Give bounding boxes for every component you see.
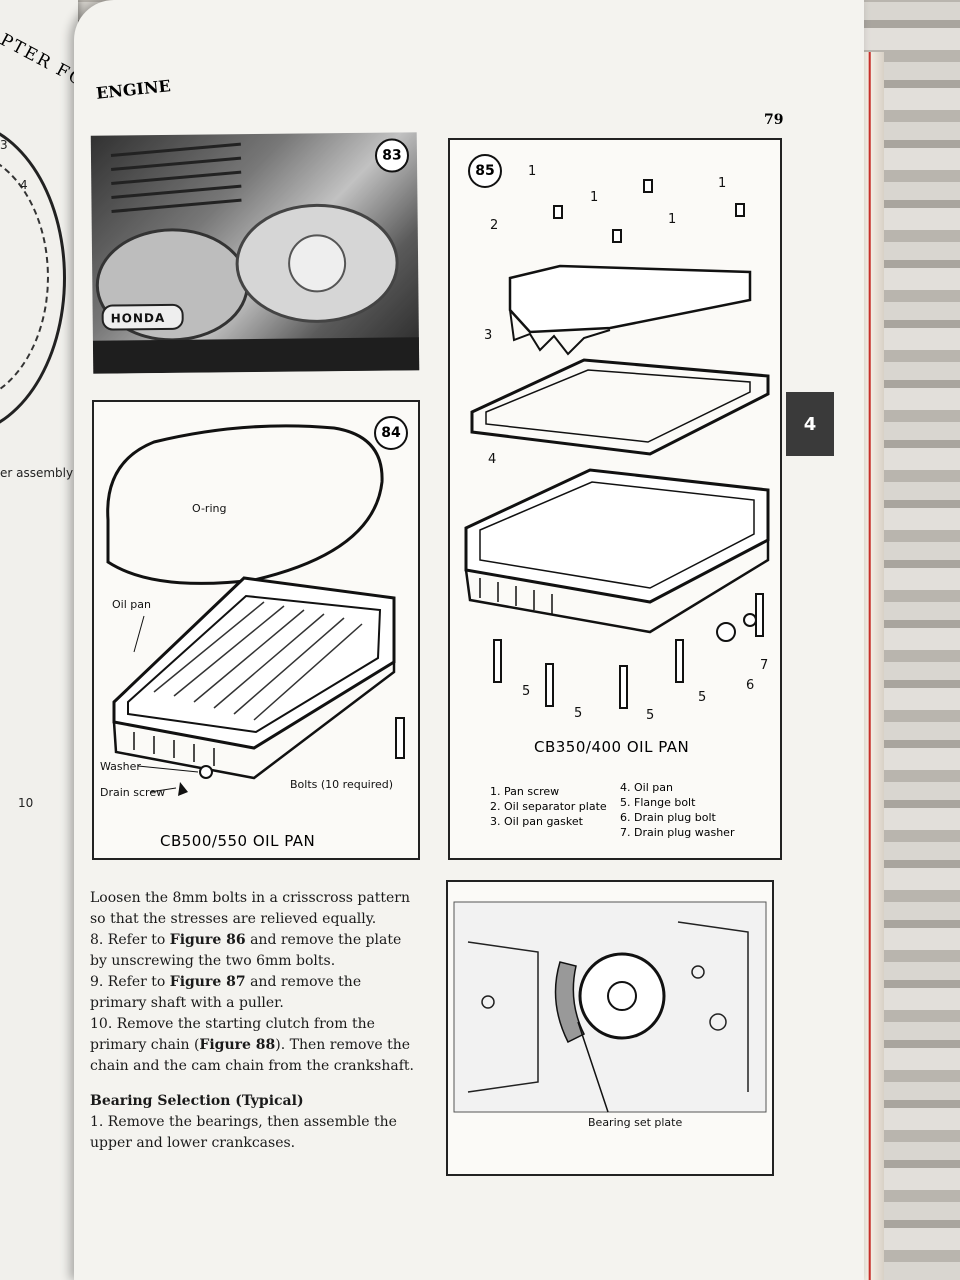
- section-heading: Bearing Selection (Typical): [90, 1093, 304, 1109]
- left-label-10: 10: [18, 796, 34, 810]
- paragraph-step-9: 9. Refer to Figure 87 and remove the pri…: [90, 972, 418, 1014]
- figure-85-legend-left: 1. Pan screw 2. Oil separator plate 3. O…: [490, 784, 607, 829]
- legend-item: 1. Pan screw: [490, 785, 560, 798]
- figure-86: 86 Bearing set plate: [446, 880, 774, 1176]
- callout-7: 7: [760, 658, 769, 673]
- page-number: 79: [764, 112, 784, 128]
- label-bolts: Bolts (10 required): [290, 778, 394, 791]
- label-drain-screw: Drain screw: [100, 786, 166, 799]
- legend-item: 5. Flange bolt: [620, 796, 696, 809]
- text-run: ). Then remove the chain and the cam cha…: [90, 1037, 414, 1074]
- oil-pan-cb350-exploded-diagram: [464, 179, 770, 709]
- figure-ref-86: Figure 86: [169, 932, 246, 948]
- callout-1b: 1: [590, 190, 599, 205]
- figure-85-caption: CB350/400 OIL PAN: [534, 738, 690, 756]
- text-run: 10. Remove the starting clutch from the …: [90, 1016, 375, 1053]
- callout-5d: 5: [698, 690, 707, 705]
- figure-85: 85 1 1 1 1 2 3 4 5 5 5 5 6 7 CB350/: [448, 138, 782, 860]
- oil-pan-cb500-diagram: [106, 424, 405, 796]
- figure-ref-88: Figure 88: [199, 1037, 276, 1053]
- text-run: and remove the plate by unscrewing the t…: [90, 932, 402, 969]
- text-run: 9. Refer to: [90, 974, 170, 990]
- label-o-ring: O-ring: [192, 502, 227, 515]
- callout-3: 3: [484, 328, 493, 343]
- callout-1a: 1: [528, 164, 537, 179]
- text-run: and remove the primary shaft with a pull…: [90, 974, 362, 1011]
- legend-item: 4. Oil pan: [620, 781, 673, 794]
- figure-85-badge: 85: [468, 154, 502, 188]
- chapter-thumb-tab: 4: [786, 392, 834, 456]
- left-label-4: 4: [20, 178, 28, 192]
- paragraph-1: Loosen the 8mm bolts in a crisscross pat…: [90, 890, 410, 927]
- left-label-3: 3: [0, 138, 8, 152]
- legend-item: 2. Oil separator plate: [490, 800, 607, 813]
- paragraph-step-8: 8. Refer to Figure 86 and remove the pla…: [90, 930, 418, 972]
- callout-4: 4: [488, 452, 497, 467]
- left-facing-page: PTER FOUR 3 4 er assembly 10: [0, 0, 78, 1280]
- figure-83-photo: HONDA 83: [90, 132, 420, 374]
- chapter-heading: PTER FOUR: [0, 30, 78, 106]
- callout-5b: 5: [574, 706, 583, 721]
- paragraph-bearing-step-1: 1. Remove the bearings, then assemble th…: [90, 1114, 397, 1151]
- body-text: Loosen the 8mm bolts in a crisscross pat…: [90, 888, 418, 1154]
- text-run: 8. Refer to: [90, 932, 170, 948]
- figure-84-caption: CB500/550 OIL PAN: [160, 832, 316, 850]
- callout-1c: 1: [668, 212, 677, 227]
- figure-85-legend-right: 4. Oil pan 5. Flange bolt 6. Drain plug …: [620, 780, 734, 840]
- left-label-assembly: er assembly: [0, 466, 74, 480]
- callout-5a: 5: [522, 684, 531, 699]
- bearing-set-plate-diagram: [453, 901, 767, 1113]
- label-oil-pan: Oil pan: [112, 598, 151, 611]
- engine-photo-graphic: [90, 132, 420, 374]
- label-washer: Washer: [100, 760, 141, 773]
- paragraph-step-10: 10. Remove the starting clutch from the …: [90, 1014, 418, 1077]
- figure-83-badge: 83: [374, 138, 410, 173]
- legend-item: 6. Drain plug bolt: [620, 811, 716, 824]
- callout-1d: 1: [718, 176, 727, 191]
- figure-84-badge: 84: [374, 416, 408, 450]
- figure-84: 84 O-ring Oil pan Washer Drain screw Bol…: [92, 400, 420, 860]
- honda-badge: HONDA: [110, 310, 166, 326]
- label-bearing-set-plate: Bearing set plate: [588, 1116, 683, 1129]
- legend-item: 3. Oil pan gasket: [490, 815, 583, 828]
- callout-6: 6: [746, 678, 755, 693]
- callout-2: 2: [490, 218, 499, 233]
- legend-item: 7. Drain plug washer: [620, 826, 735, 839]
- figure-ref-87: Figure 87: [169, 974, 246, 990]
- callout-5c: 5: [646, 708, 655, 723]
